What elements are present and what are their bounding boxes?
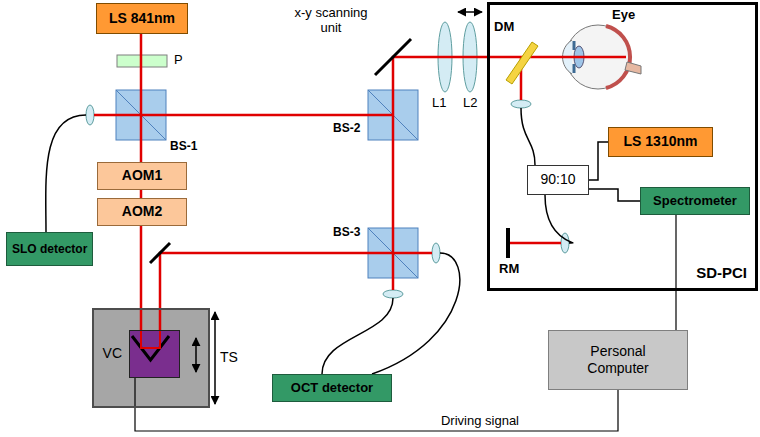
fiber-lens bbox=[511, 100, 531, 108]
box-label: SD-PCI bbox=[696, 264, 747, 283]
box-label: Personal Computer bbox=[571, 343, 666, 378]
translation-stage: TSVC bbox=[92, 308, 210, 408]
laser-beam bbox=[140, 190, 143, 198]
fiber bbox=[589, 142, 608, 180]
part-label: Eye bbox=[612, 8, 635, 23]
laser-beam bbox=[393, 57, 626, 253]
part-label: L1 bbox=[432, 96, 446, 111]
system-frame: SD-PCI LS 1310nm 90:10Spectrometer bbox=[487, 2, 758, 291]
laser-beam bbox=[141, 330, 160, 348]
stage-fill bbox=[92, 308, 210, 408]
box-label: AOM2 bbox=[122, 203, 162, 221]
light-source: LS 841nm bbox=[96, 3, 188, 34]
part-label: x-y scanning unit bbox=[283, 6, 379, 36]
box-label: VC bbox=[103, 345, 122, 363]
fiber bbox=[545, 195, 573, 243]
fiber-lens bbox=[383, 290, 403, 298]
part-label: P bbox=[174, 53, 183, 68]
fiber bbox=[521, 108, 535, 165]
light-source: LS 1310nm bbox=[608, 127, 713, 157]
voice-coil: VC bbox=[129, 330, 180, 378]
laser-beam bbox=[140, 226, 143, 330]
laser-beam bbox=[140, 34, 143, 162]
box-label: TS bbox=[220, 349, 238, 367]
signal-label: Driving signal bbox=[439, 413, 521, 428]
motion-arrow bbox=[214, 312, 216, 404]
box-label: SLO detector bbox=[12, 242, 87, 257]
part-label: RM bbox=[499, 262, 519, 277]
laser-beam bbox=[94, 114, 393, 117]
fiber-lens bbox=[86, 105, 94, 125]
part-label: BS-1 bbox=[170, 140, 197, 154]
part-label: BS-3 bbox=[333, 226, 360, 240]
iris bbox=[573, 64, 576, 73]
laser-beam bbox=[160, 253, 432, 330]
signal-wire bbox=[675, 215, 676, 330]
box-label: LS 1310nm bbox=[624, 133, 698, 151]
part-label: DM bbox=[494, 20, 514, 35]
fiber bbox=[589, 189, 640, 201]
voice-coil-fill bbox=[129, 330, 180, 378]
fiber bbox=[46, 115, 86, 232]
reference-mirror bbox=[506, 228, 510, 258]
box-label: Spectrometer bbox=[653, 193, 737, 209]
laser-beam bbox=[510, 242, 561, 245]
box-label: 90:10 bbox=[540, 171, 575, 189]
modulator-box: AOM2 bbox=[97, 198, 187, 226]
fiber bbox=[322, 298, 393, 374]
laser-beam bbox=[392, 253, 395, 290]
fiber-coupler: 90:10 bbox=[527, 165, 589, 195]
iris bbox=[573, 41, 576, 50]
fiber bbox=[372, 253, 460, 374]
dichroic-mirror bbox=[506, 42, 538, 84]
fiber-lens bbox=[561, 233, 569, 253]
box-label: AOM1 bbox=[122, 167, 162, 185]
part-label: L2 bbox=[463, 96, 477, 111]
fiber-lens bbox=[432, 243, 440, 263]
motion-arrow bbox=[458, 11, 482, 13]
detector-box: OCT detector bbox=[272, 374, 392, 402]
scanning-mirror bbox=[375, 39, 411, 75]
part-label: BS-2 bbox=[333, 122, 360, 136]
computer-box: Personal Computer bbox=[548, 330, 688, 390]
detector-box: SLO detector bbox=[6, 232, 93, 266]
box-label: OCT detector bbox=[291, 380, 373, 396]
motion-arrow bbox=[195, 338, 197, 372]
optic-nerve bbox=[625, 62, 641, 74]
mirror bbox=[150, 243, 170, 263]
modulator-box: AOM1 bbox=[97, 162, 187, 190]
spectrometer-box: Spectrometer bbox=[640, 187, 750, 215]
box-label: LS 841nm bbox=[109, 10, 175, 28]
